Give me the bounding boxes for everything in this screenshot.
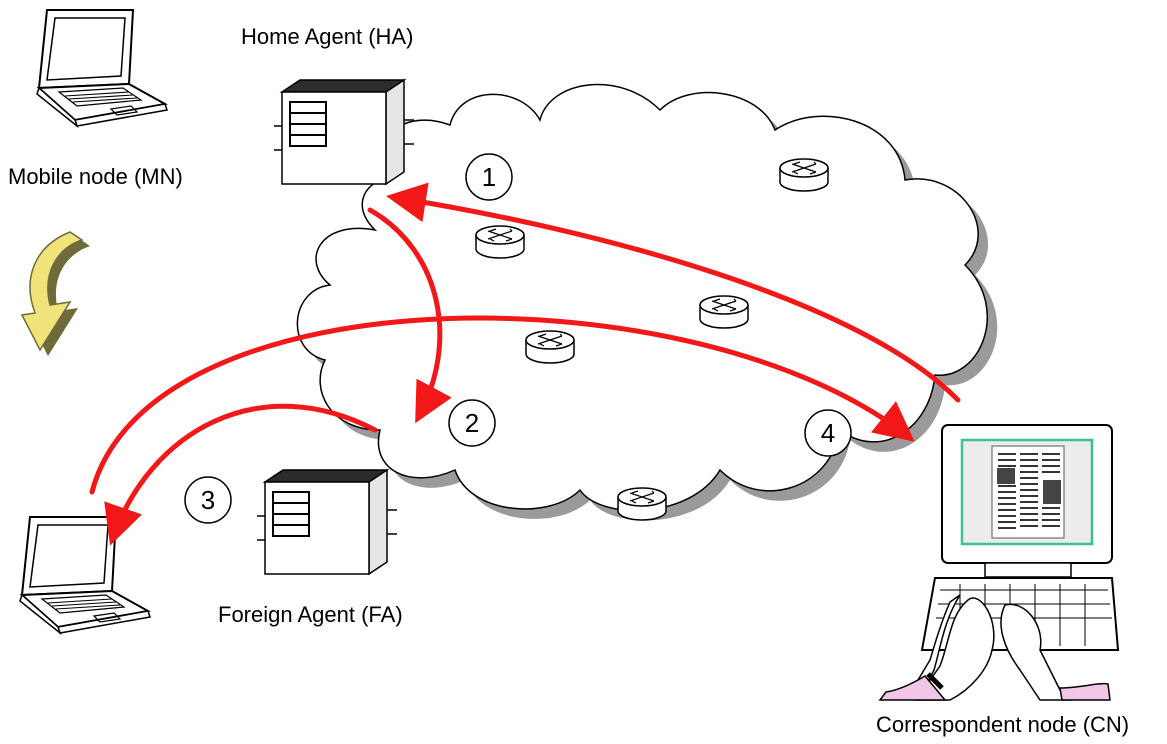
step-label: 1 xyxy=(482,162,496,192)
router-icon xyxy=(779,158,829,192)
mobile-node-label: Mobile node (MN) xyxy=(8,164,183,189)
server-icon xyxy=(256,469,398,575)
step-marker-4: 4 xyxy=(804,409,852,457)
arrow-fa-to-mn xyxy=(104,403,378,546)
router-icon xyxy=(617,487,667,521)
step-marker-2: 2 xyxy=(448,399,496,447)
home-agent-label: Home Agent (HA) xyxy=(241,24,414,49)
correspondent-node-label: Correspondent node (CN) xyxy=(876,712,1130,737)
arrow-mn-to-cn xyxy=(89,315,915,495)
curved-down-arrow-icon xyxy=(20,231,90,356)
message-arrows xyxy=(89,182,961,546)
server-icon xyxy=(273,79,415,185)
step-markers: 1 2 3 4 xyxy=(184,153,852,524)
laptop-icon xyxy=(36,9,168,127)
step-marker-1: 1 xyxy=(465,153,513,201)
arrow-cn-to-ha xyxy=(386,182,961,403)
step-label: 2 xyxy=(465,408,479,438)
step-label: 4 xyxy=(821,418,835,448)
laptop-icon xyxy=(19,516,151,634)
router-icon xyxy=(475,225,525,259)
arrow-ha-to-fa xyxy=(367,207,452,424)
router-icon xyxy=(525,330,575,364)
step-marker-3: 3 xyxy=(184,476,232,524)
foreign-agent-label: Foreign Agent (FA) xyxy=(218,602,403,627)
router-icon xyxy=(699,295,749,329)
step-label: 3 xyxy=(201,485,215,515)
desktop-computer-icon xyxy=(878,424,1120,701)
